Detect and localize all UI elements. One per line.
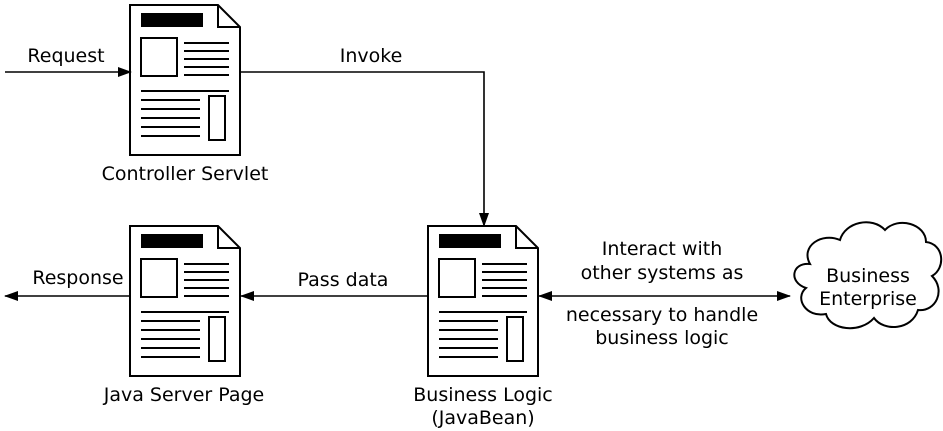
controller-servlet-label: Controller Servlet: [102, 163, 269, 185]
response-label: Response: [32, 267, 123, 289]
controller-servlet-document-icon: [129, 4, 241, 156]
business-logic-label: Business Logic: [413, 384, 553, 406]
business-enterprise-label-line-2: Enterprise: [819, 288, 917, 310]
interact-label-line-2: other systems as: [581, 262, 744, 284]
java-server-page-document-icon: [129, 225, 241, 377]
business-logic-document-icon: [427, 225, 539, 377]
interact-label-line-4: business logic: [595, 327, 729, 349]
javabean-label: (JavaBean): [431, 407, 534, 429]
invoke-arrow: [240, 71, 489, 227]
request-label: Request: [27, 45, 104, 67]
business-enterprise-cloud-icon: [793, 221, 942, 330]
interact-label-line-3: necessary to handle: [566, 304, 758, 326]
pass-data-label: Pass data: [298, 269, 389, 291]
interact-label-line-1: Interact with: [602, 238, 723, 260]
business-enterprise-label-line-1: Business: [826, 265, 910, 287]
java-server-page-label: Java Server Page: [103, 384, 265, 406]
invoke-label: Invoke: [340, 45, 403, 67]
